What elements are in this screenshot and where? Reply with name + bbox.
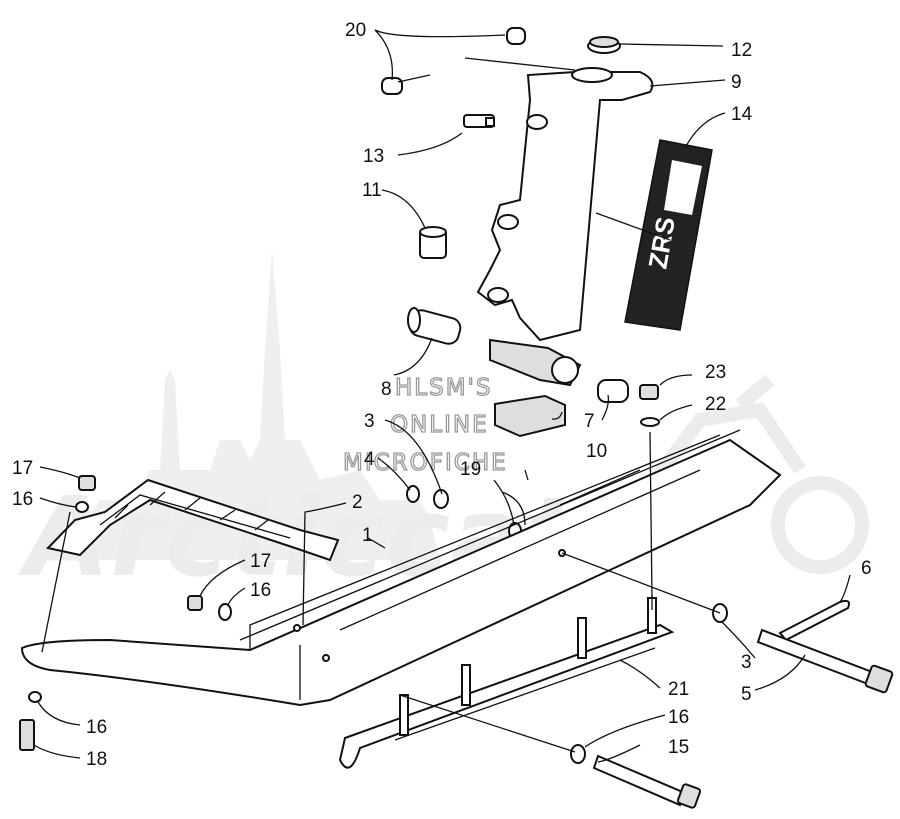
part-spindle-housing-9	[476, 67, 654, 387]
callout-15: 15	[668, 737, 689, 758]
callout-13: 13	[363, 146, 384, 167]
part-nut-23	[639, 384, 659, 400]
callout-4: 4	[364, 449, 375, 470]
part-nut-17-lower	[187, 595, 203, 611]
callout-3-upper: 3	[364, 411, 375, 432]
part-bushing-10	[597, 379, 629, 403]
callout-23: 23	[705, 362, 726, 383]
part-decal-14: ZRS	[624, 139, 713, 331]
part-bushing-8	[407, 307, 462, 345]
part-handle-2	[46, 478, 340, 562]
callout-16-mid: 16	[250, 580, 271, 601]
callout-16-lower-right: 16	[668, 707, 689, 728]
watermark-skyline	[40, 250, 440, 560]
part-block-7	[494, 394, 566, 438]
part-washer-16-lower-right	[570, 744, 586, 764]
part-bushing-11	[419, 226, 447, 259]
part-washer-16-mid	[218, 603, 232, 621]
part-washer-22	[640, 417, 660, 427]
callout-labels: 20 12 9 14 13 11 8 23 22 7 10 3 4 19 17 …	[12, 20, 872, 770]
part-bumper-20	[381, 27, 526, 95]
parts: ZRS	[19, 27, 894, 809]
callout-14: 14	[731, 104, 753, 125]
part-bolt-13	[463, 114, 495, 128]
callout-2: 2	[352, 492, 363, 513]
part-nut-17-upper	[78, 475, 96, 491]
part-washer-16-lower-left	[28, 691, 42, 703]
part-bolt-18	[19, 719, 35, 751]
callout-8: 8	[381, 379, 392, 400]
part-cap-12	[587, 36, 621, 54]
callout-7: 7	[584, 411, 595, 432]
callout-17-upper: 17	[12, 458, 33, 479]
callout-21: 21	[668, 679, 689, 700]
watermark-line-2: ONLINE	[390, 412, 489, 438]
callout-18: 18	[86, 749, 107, 770]
part-ski-1	[20, 429, 782, 707]
callout-9: 9	[731, 72, 742, 93]
watermark-line-1: HLSM'S	[395, 375, 492, 401]
callout-17-lower: 17	[250, 551, 271, 572]
callout-1: 1	[362, 525, 373, 546]
callout-10: 10	[586, 441, 607, 462]
callout-22: 22	[705, 394, 726, 415]
part-cotter-pin-6	[778, 599, 850, 642]
part-bolt-5	[756, 628, 894, 694]
callout-6: 6	[861, 558, 872, 579]
callout-5: 5	[741, 684, 752, 705]
callout-16-lower-left: 16	[86, 717, 107, 738]
part-bolt-15	[592, 754, 702, 809]
leader-lines	[33, 29, 851, 763]
callout-12: 12	[731, 40, 752, 61]
callout-16-upper: 16	[12, 489, 33, 510]
callout-11: 11	[362, 180, 382, 201]
callout-3-lower: 3	[741, 652, 752, 673]
callout-19: 19	[460, 459, 481, 480]
part-washer-16-upper	[75, 501, 89, 513]
part-wear-bar-21	[338, 597, 675, 769]
callout-20: 20	[345, 20, 366, 41]
